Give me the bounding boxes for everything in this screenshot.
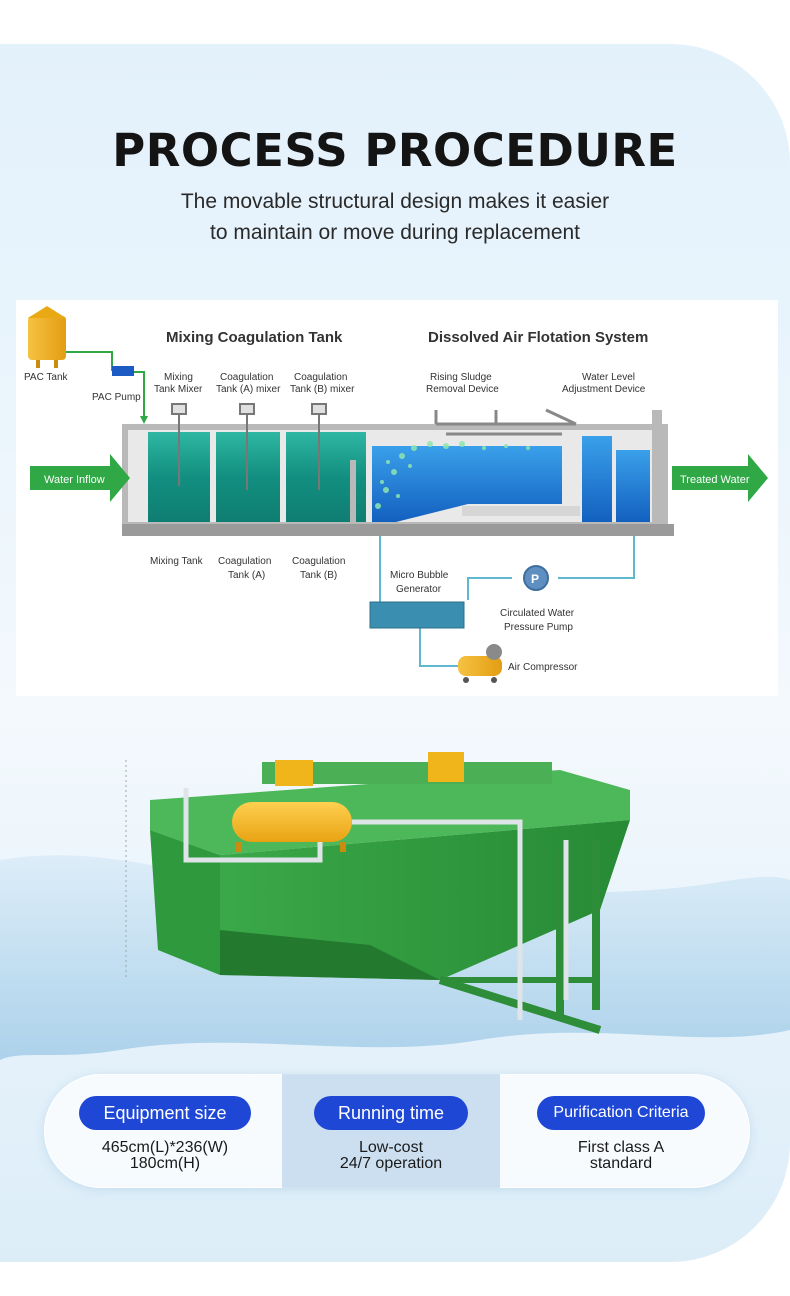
pac-tank-icon [28,306,66,368]
spec-equipment-size-line-1: 465cm(L)*236(W) [101,1139,229,1156]
tank3-label-1: Coagulation [292,556,345,567]
spec-equipment-size-value: 465cm(L)*236(W) 180cm(H) [78,1140,252,1172]
tank3-label-2: Tank (B) [300,570,337,581]
air-compressor-icon [458,644,502,683]
pressure-pump-icon: P [523,565,549,591]
micro-bubbles [375,441,530,509]
pac-pump-icon [112,366,134,376]
pac-dose-arrow [140,416,148,424]
tank2-label-2: Tank (A) [228,570,265,581]
machine-svg [0,752,790,1060]
treated-chamber-water [616,450,650,522]
spec-equipment-size: Equipment size 465cm(L)*236(W) 180cm(H) [78,1096,252,1172]
process-diagram: Mixing Coagulation Tank Dissolved Air Fl… [16,300,778,696]
mixer1-label-2: Tank Mixer [154,384,203,395]
outlet-wall [652,410,662,522]
pump-label-2: Pressure Pump [504,622,573,633]
mbg-label-1: Micro Bubble [390,570,449,581]
daf-tank-water [372,446,562,522]
water-inflow-label: Water Inflow [44,474,105,486]
machine-piping [183,788,569,1020]
treated-water-arrow: Treated Water [672,454,768,502]
spec-purification-badge: Purification Criteria [537,1096,705,1130]
level-chamber-water [582,436,612,522]
pump-label-1: Circulated Water [500,608,575,619]
subtitle-line-1: The movable structural design makes it e… [180,190,610,213]
spec-equipment-size-line-2: 180cm(H) [129,1155,201,1172]
spec-running-time-value: Low-cost 24/7 operation [304,1140,478,1172]
spec-purification-value: First class A standard [524,1140,718,1172]
page-subtitle: The movable structural design makes it e… [0,186,790,248]
page-title: PROCESS PROCEDURE [112,124,678,177]
process-diagram-svg: Mixing Coagulation Tank Dissolved Air Fl… [24,306,768,683]
section-mixing-label: Mixing Coagulation Tank [166,329,343,346]
pump-letter: P [531,572,539,586]
micro-bubble-generator-icon [369,601,465,629]
treated-water-label: Treated Water [680,474,750,486]
specs-panel: Equipment size 465cm(L)*236(W) 180cm(H) … [44,1074,750,1188]
circulation-piping [379,536,635,667]
level-label-1: Water Level [582,372,635,383]
water-inflow-arrow: Water Inflow [30,454,130,502]
pac-dose-line [134,371,145,418]
sludge-outlet-plate [462,506,580,516]
tank2-label-1: Coagulation [218,556,271,567]
subtitle-line-2: to maintain or move during replacement [209,221,581,244]
spec-running-time-line-1: Low-cost [358,1139,424,1156]
compressor-label: Air Compressor [508,662,578,673]
spec-running-time-line-2: 24/7 operation [339,1155,443,1172]
daf-machine-illustration [0,730,790,1110]
pac-tank-label: PAC Tank [24,372,69,383]
spec-running-time: Running time Low-cost 24/7 operation [304,1096,478,1172]
sludge-scraper-icon [434,408,577,436]
spec-purification-line-2: standard [589,1155,653,1172]
baffle-wall [350,460,356,522]
spec-running-time-badge: Running time [313,1096,469,1130]
spec-highlight [282,1074,500,1188]
mixer3-label-2: Tank (B) mixer [290,384,355,395]
mbg-label-2: Generator [396,584,442,595]
sludge-label-2: Removal Device [426,384,499,395]
section-daf-label: Dissolved Air Flotation System [428,329,648,346]
pac-pump-label: PAC Pump [92,392,141,403]
tank1-label: Mixing Tank [150,556,204,567]
air-tank-icon [232,802,352,852]
mixers-icon [171,403,327,490]
mixer1-label-1: Mixing [164,372,193,383]
spec-purification-line-1: First class A [577,1139,665,1156]
sludge-label-1: Rising Sludge [430,372,492,383]
mixer3-label-1: Coagulation [294,372,347,383]
level-label-2: Adjustment Device [562,384,646,395]
spec-equipment-size-badge: Equipment size [79,1096,251,1130]
mixer2-label-1: Coagulation [220,372,273,383]
mixer2-label-2: Tank (A) mixer [216,384,281,395]
spec-purification: Purification Criteria First class A stan… [524,1096,718,1172]
